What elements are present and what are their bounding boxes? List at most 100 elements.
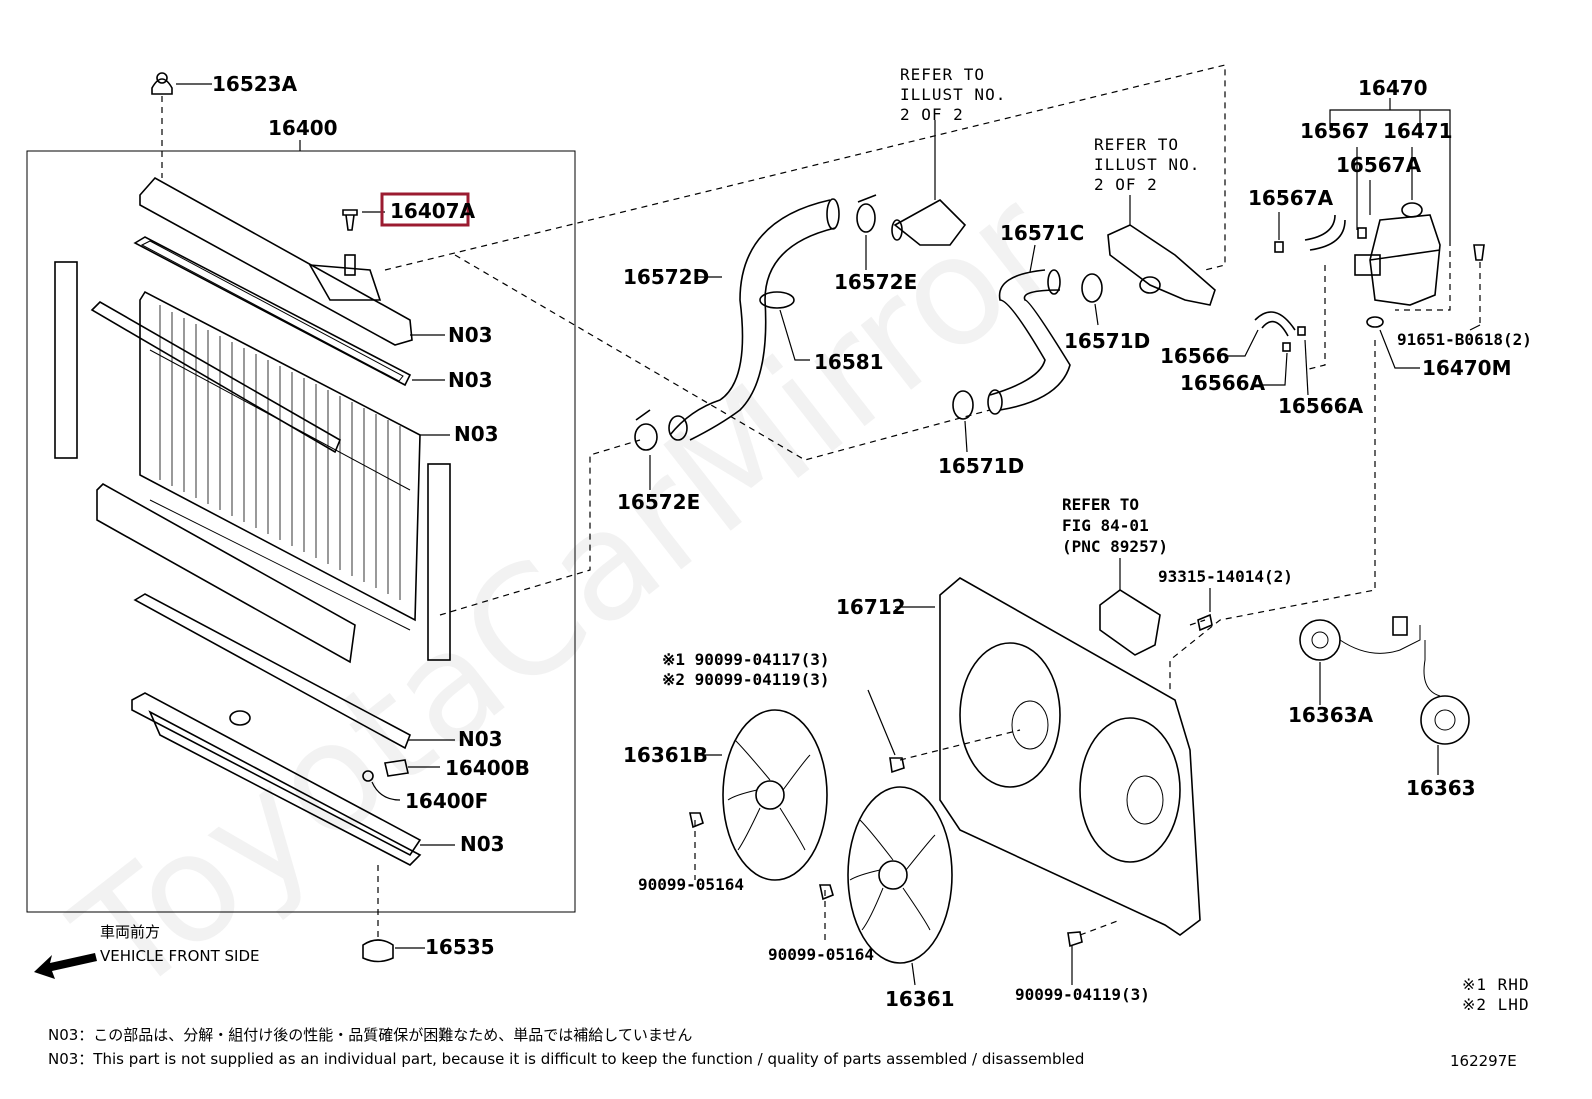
lower-seal-bar-icon (96, 483, 356, 664)
hose-clamp-16572e-bottom-icon[interactable] (634, 409, 658, 451)
label-16361b[interactable]: 16361B (623, 743, 708, 767)
clip-16566a-icon[interactable] (1282, 326, 1306, 352)
water-inlet-icon[interactable] (1107, 224, 1216, 306)
label-bolt-rhd[interactable]: ※1 90099-04117(3) (662, 650, 830, 669)
upper-seal-bar-icon (90, 301, 342, 454)
water-outlet-icon[interactable] (891, 199, 967, 246)
nut-90099-05164-b-icon[interactable] (819, 884, 834, 901)
label-n03-3[interactable]: N03 (454, 422, 499, 446)
refer-illust-2-line2: ILLUST NO. (1094, 155, 1200, 174)
bolt-90099-04119-bottom-icon[interactable] (1067, 931, 1083, 948)
vehicle-front-jp: 車両前方 (100, 923, 160, 941)
legend-rhd: ※1 RHD (1462, 975, 1530, 994)
hose-clamp-16572e-top-icon[interactable] (856, 194, 877, 233)
label-16400[interactable]: 16400 (268, 116, 338, 140)
label-n03-5[interactable]: N03 (460, 832, 505, 856)
clip-16567a-icon[interactable] (1274, 227, 1367, 253)
bolt-16407a-icon[interactable] (342, 209, 358, 231)
gasket-lower-icon (133, 593, 412, 750)
label-16581[interactable]: 16581 (814, 350, 884, 374)
fan-motor-16363a-icon[interactable] (1299, 616, 1421, 661)
legend-lhd: ※2 LHD (1462, 995, 1530, 1014)
lower-tank-icon[interactable] (131, 692, 422, 866)
refer-illust-2-line3: 2 OF 2 (1094, 175, 1158, 194)
label-16363a[interactable]: 16363A (1288, 703, 1374, 727)
fan-shroud-16712-icon[interactable] (939, 577, 1201, 936)
label-16470[interactable]: 16470 (1358, 76, 1428, 100)
label-16363[interactable]: 16363 (1406, 776, 1476, 800)
label-16571d-top[interactable]: 16571D (1064, 329, 1150, 353)
label-16361[interactable]: 16361 (885, 987, 955, 1011)
refer-fig-line3: (PNC 89257) (1062, 537, 1168, 556)
label-16523a[interactable]: 16523A (212, 72, 298, 96)
upper-tank-icon[interactable] (139, 176, 413, 346)
label-16572d[interactable]: 16572D (623, 265, 709, 289)
label-16566a-1[interactable]: 16566A (1180, 371, 1266, 395)
label-bolt-lhd[interactable]: ※2 90099-04119(3) (662, 670, 830, 689)
refer-illust-1-line3: 2 OF 2 (900, 105, 964, 124)
label-93315[interactable]: 93315-14014(2) (1158, 567, 1293, 586)
vehicle-front-en: VEHICLE FRONT SIDE (100, 947, 260, 965)
radiator-cap-icon[interactable] (151, 72, 173, 95)
side-seal-right-icon (427, 463, 451, 661)
grommet-16470m-icon[interactable] (1366, 316, 1384, 328)
label-90099-05164-b[interactable]: 90099-05164 (768, 945, 874, 964)
figure-code: 162297E (1450, 1052, 1517, 1070)
label-90099-05164-a[interactable]: 90099-05164 (638, 875, 744, 894)
label-16535[interactable]: 16535 (425, 935, 495, 959)
upper-hose-16572d-icon[interactable] (668, 198, 840, 441)
refer-illust-2-line1: REFER TO (1094, 135, 1179, 154)
label-16567a-2[interactable]: 16567A (1248, 186, 1334, 210)
label-16571c[interactable]: 16571C (1000, 221, 1084, 245)
drain-cock-icon[interactable] (362, 759, 409, 782)
nut-90099-05164-a-icon[interactable] (689, 812, 704, 829)
overflow-hose-16566-icon[interactable] (1254, 311, 1296, 337)
vehicle-front-arrow-icon (34, 953, 97, 979)
label-n03-1[interactable]: N03 (448, 323, 493, 347)
side-seal-left-icon (54, 261, 78, 459)
bolt-90099-0411x-icon[interactable] (889, 757, 905, 774)
label-90099-04119-bottom[interactable]: 90099-04119(3) (1015, 985, 1150, 1004)
hose-clamp-16571d-bottom-icon[interactable] (952, 390, 974, 420)
fan-16361-icon[interactable] (847, 786, 953, 964)
bolt-91651-icon[interactable] (1473, 244, 1485, 261)
label-n03-2[interactable]: N03 (448, 368, 493, 392)
hose-band-16581-icon[interactable] (759, 291, 795, 309)
label-16567a-1[interactable]: 16567A (1336, 153, 1422, 177)
label-16566a-2[interactable]: 16566A (1278, 394, 1364, 418)
highlight-box (380, 192, 470, 227)
label-16470m[interactable]: 16470M (1422, 356, 1511, 380)
hose-clamp-16571d-top-icon[interactable] (1081, 273, 1103, 303)
watermark: ToyotaCarMirror (44, 159, 1089, 1029)
reservoir-hose-16567-icon[interactable] (1304, 214, 1346, 251)
label-16571d-bottom[interactable]: 16571D (938, 454, 1024, 478)
fan-resistor-icon[interactable] (1099, 589, 1161, 656)
fan-16361b-icon[interactable] (722, 709, 828, 881)
radiator-group-frame (26, 150, 576, 913)
label-16572e-bottom[interactable]: 16572E (617, 490, 700, 514)
label-16567[interactable]: 16567 (1300, 119, 1370, 143)
label-n03-4[interactable]: N03 (458, 727, 503, 751)
radiator-core-icon[interactable] (139, 290, 421, 631)
label-16407a[interactable]: 16407A (390, 199, 476, 223)
refer-fig-line2: FIG 84-01 (1062, 516, 1149, 535)
note-jp: N03：この部品は、分解・組付け後の性能・品質確保が困難なため、単品では補給して… (48, 1026, 692, 1044)
gasket-upper-icon (133, 236, 412, 387)
label-16471[interactable]: 16471 (1383, 119, 1453, 143)
fan-motor-16363-icon[interactable] (1420, 640, 1470, 745)
note-en: N03：This part is not supplied as an indi… (48, 1050, 1084, 1068)
refer-illust-1-line2: ILLUST NO. (900, 85, 1006, 104)
label-16712[interactable]: 16712 (836, 595, 906, 619)
screw-93315-icon[interactable] (1197, 613, 1213, 632)
label-16400f[interactable]: 16400F (405, 789, 488, 813)
reservoir-tank-icon[interactable] (1354, 214, 1441, 306)
label-16572e-top[interactable]: 16572E (834, 270, 917, 294)
lower-hose-16571c-icon[interactable] (987, 269, 1071, 415)
mount-cushion-icon[interactable] (362, 939, 394, 963)
reservoir-cap-icon[interactable] (1401, 202, 1423, 218)
label-16566[interactable]: 16566 (1160, 344, 1230, 368)
label-91651[interactable]: 91651-B0618(2) (1397, 330, 1532, 349)
label-16400b[interactable]: 16400B (445, 756, 530, 780)
